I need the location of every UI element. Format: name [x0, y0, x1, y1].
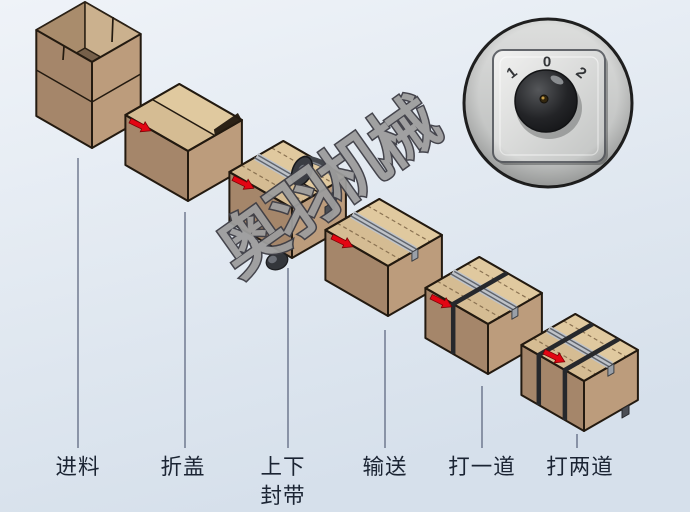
tape-band: [350, 211, 417, 254]
stage-label-flap-folding: 折盖: [160, 455, 205, 479]
tape-band: [546, 326, 613, 369]
flow-arrow: [429, 293, 453, 309]
carton-top-far-flap: [452, 257, 542, 309]
tape-roll-hub: [297, 164, 307, 178]
tape-edges: [450, 270, 518, 311]
flap-split-lines: [62, 16, 114, 61]
flow-arrow: [542, 348, 566, 364]
flap-seam: [151, 98, 216, 137]
carton-stage-one-strap: [424, 256, 543, 375]
carton-stage-two-straps: [520, 313, 639, 432]
bottom-tape-tab: [621, 404, 630, 419]
stage-label-taping-line1: 上下: [260, 455, 305, 479]
carton-top-far-flap: [152, 84, 242, 136]
flap-fold-line: [35, 69, 142, 103]
bottom-roller-wheel: [265, 251, 289, 271]
flow-arrow: [128, 117, 152, 133]
flap-crease-lines: [532, 320, 627, 375]
carton-top-far-flap: [548, 314, 638, 366]
stage-label-feed: 进料: [55, 455, 100, 479]
tape-end-tab: [511, 306, 519, 320]
leader-lines: [77, 158, 578, 448]
carton-top-outline: [228, 140, 347, 209]
strap-band: [562, 337, 620, 420]
carton-stage-flap-folding: [124, 83, 243, 202]
stage-label-one-strap: 打一道: [448, 455, 516, 479]
flow-arrow: [330, 233, 354, 249]
carton-top-outline: [324, 198, 443, 267]
roller-face: [268, 255, 277, 264]
tape-edges: [546, 327, 614, 368]
tape-end-tab: [411, 248, 419, 262]
tape-edges: [350, 212, 418, 253]
stage-label-taping-line2: 封带: [260, 484, 305, 508]
flow-arrow: [231, 175, 255, 190]
stage-labels: 进料 折盖 上下 封带 输送 打一道 打两道: [55, 455, 614, 508]
flap-gap: [213, 113, 242, 136]
inset-rim-shade: [464, 19, 632, 187]
flap-crease-lines: [436, 263, 531, 318]
flow-arrows: [128, 117, 566, 364]
stage-label-conveying: 输送: [362, 455, 407, 479]
strap-band: [450, 271, 509, 354]
carton-stage-feed: [35, 1, 142, 149]
tape-band: [450, 269, 517, 312]
tape-end-tab: [607, 363, 615, 377]
rotary-switch-inset: 1 0 2: [462, 17, 634, 189]
flap-crease-lines: [336, 205, 431, 260]
tape-roll: [290, 155, 314, 187]
carton-top-outline: [424, 256, 543, 325]
tape-end-tab: [324, 202, 333, 218]
stage-label-two-straps: 打两道: [546, 455, 614, 479]
carton-stage-taping: [228, 140, 347, 271]
strap-band: [536, 322, 594, 405]
carton-top-far-flap: [352, 199, 442, 251]
carton-top-outline: [124, 83, 243, 152]
